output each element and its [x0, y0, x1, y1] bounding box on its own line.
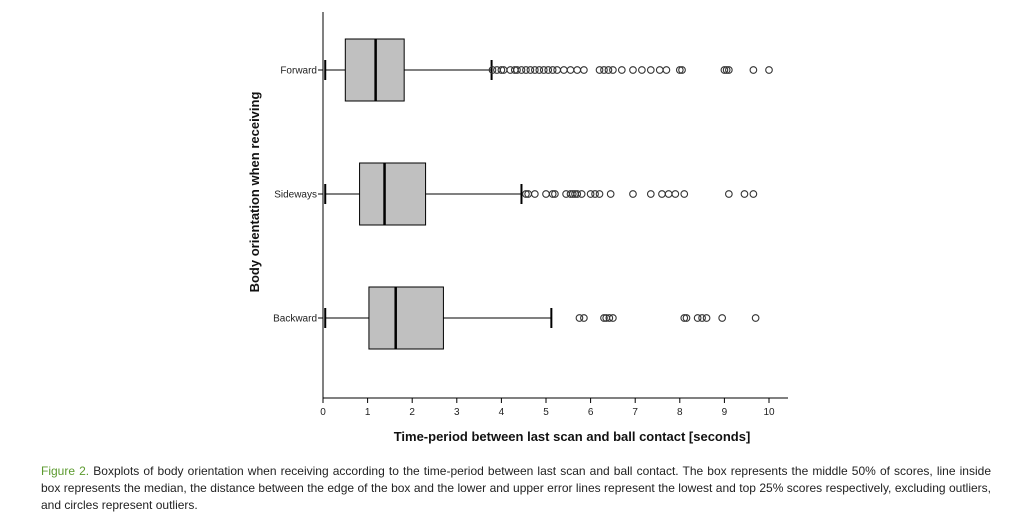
- outlier-point: [566, 66, 575, 74]
- x-tick-label: 6: [588, 407, 594, 418]
- outlier-point: [600, 314, 608, 322]
- outlier-point: [693, 314, 702, 322]
- outlier-point: [575, 314, 584, 322]
- x-axis-label: Time-period between last scan and ball c…: [394, 429, 751, 444]
- outlier-point: [740, 190, 749, 198]
- outlier-point: [580, 314, 588, 322]
- outlier-point: [526, 66, 535, 74]
- outlier-point: [530, 190, 539, 198]
- outlier-point: [675, 66, 684, 74]
- outlier-point: [605, 314, 614, 322]
- x-tick-label: 1: [365, 407, 371, 418]
- outlier-point: [725, 190, 733, 198]
- y-axis-label: Body orientation when receiving: [247, 92, 262, 293]
- outlier-point: [664, 190, 673, 198]
- outlier-point: [591, 190, 599, 198]
- outlier-point: [617, 66, 626, 74]
- outlier-point: [698, 314, 706, 322]
- outlier-point: [553, 66, 562, 74]
- outlier-point: [548, 66, 557, 74]
- outlier-point: [606, 190, 615, 198]
- x-tick-label: 4: [499, 407, 505, 418]
- outlier-point: [718, 314, 727, 322]
- outliers: [488, 66, 773, 322]
- outlier-point: [646, 190, 655, 198]
- outlier-point: [573, 190, 582, 198]
- outlier-point: [749, 190, 758, 198]
- outlier-point: [629, 66, 637, 74]
- outlier-point: [522, 190, 530, 198]
- outlier-point: [586, 190, 595, 198]
- outlier-point: [609, 314, 617, 322]
- box-backward: [368, 286, 444, 350]
- outlier-point: [678, 66, 686, 74]
- y-tick-label: Forward: [280, 66, 317, 77]
- outlier-point: [517, 66, 526, 74]
- outlier-point: [646, 66, 655, 74]
- outlier-point: [535, 66, 544, 74]
- x-tick-label: 5: [543, 407, 549, 418]
- y-tick-label: Backward: [273, 314, 317, 325]
- outlier-point: [595, 66, 604, 74]
- outlier-point: [548, 190, 557, 198]
- x-tick-label: 9: [722, 407, 728, 418]
- outlier-point: [662, 66, 671, 74]
- x-tick-label: 10: [763, 407, 775, 418]
- outlier-point: [702, 314, 711, 322]
- outlier-point: [682, 314, 691, 322]
- boxes: [324, 38, 553, 350]
- outlier-point: [497, 66, 506, 74]
- outlier-point: [720, 66, 729, 74]
- outlier-point: [658, 190, 666, 198]
- outlier-point: [765, 66, 773, 74]
- x-tick-label: 0: [320, 407, 326, 418]
- outlier-point: [577, 190, 586, 198]
- outlier-point: [573, 66, 582, 74]
- outlier-point: [671, 190, 680, 198]
- outlier-point: [600, 66, 608, 74]
- figure-caption-text: Boxplots of body orientation when receiv…: [41, 464, 991, 512]
- x-tick-label: 3: [454, 407, 460, 418]
- outlier-point: [655, 66, 664, 74]
- x-tick-label: 2: [409, 407, 415, 418]
- outlier-point: [544, 66, 553, 74]
- outlier-point: [522, 66, 530, 74]
- outlier-point: [530, 66, 539, 74]
- outlier-point: [722, 66, 731, 74]
- outlier-point: [638, 66, 646, 74]
- outlier-point: [749, 66, 758, 74]
- figure-label: Figure 2.: [41, 464, 90, 478]
- outlier-point: [680, 314, 689, 322]
- outlier-point: [513, 66, 521, 74]
- outlier-point: [725, 66, 733, 74]
- outlier-point: [680, 190, 689, 198]
- x-tick-label: 7: [632, 407, 638, 418]
- outlier-point: [539, 66, 548, 74]
- outlier-point: [568, 190, 577, 198]
- x-tick-label: 8: [677, 407, 683, 418]
- outlier-point: [542, 190, 550, 198]
- outlier-point: [629, 190, 637, 198]
- outlier-point: [604, 66, 613, 74]
- outlier-point: [580, 66, 588, 74]
- outlier-point: [595, 190, 604, 198]
- outlier-point: [559, 66, 568, 74]
- outlier-point: [751, 314, 760, 322]
- y-tick-label: Sideways: [274, 190, 317, 201]
- outlier-point: [551, 190, 559, 198]
- outlier-point: [609, 66, 617, 74]
- outlier-point: [488, 66, 497, 74]
- box-sideways: [359, 162, 427, 226]
- figure-caption: Figure 2. Boxplots of body orientation w…: [41, 463, 991, 514]
